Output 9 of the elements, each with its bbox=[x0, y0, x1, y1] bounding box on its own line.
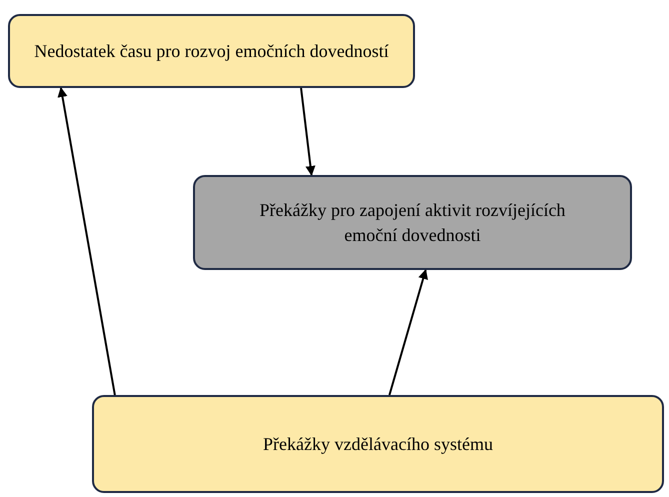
box-label: Nedostatek času pro rozvoj emočních dovedností bbox=[34, 40, 389, 63]
arrow bbox=[300, 88, 316, 176]
box-label: Překážky pro zapojení aktivit rozvíjejících emoční dovednosti bbox=[258, 199, 566, 246]
arrow bbox=[388, 269, 428, 396]
arrow bbox=[58, 87, 116, 396]
process-box bbox=[92, 395, 664, 493]
box-label: Překážky vzdělávacího systému bbox=[263, 432, 493, 456]
process-box bbox=[8, 14, 415, 88]
process-box bbox=[193, 175, 632, 270]
